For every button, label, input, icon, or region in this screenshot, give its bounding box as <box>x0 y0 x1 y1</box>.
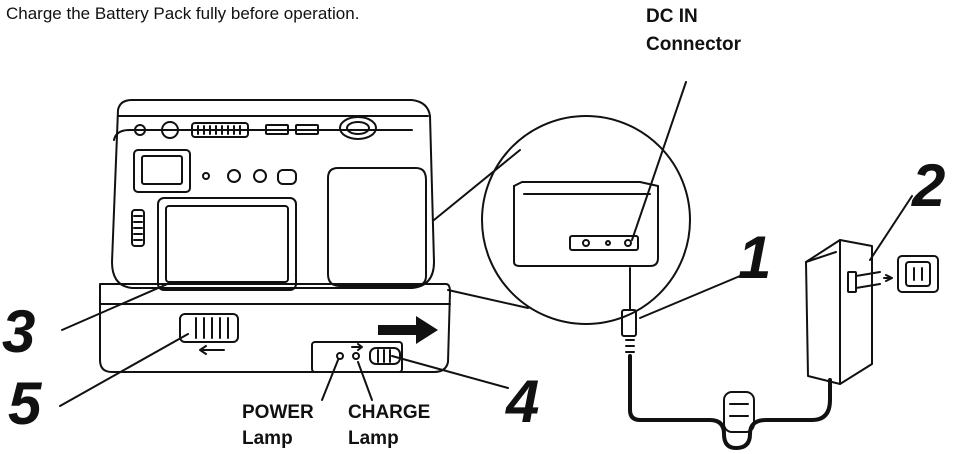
step-number-5: 5 <box>8 370 42 437</box>
charge-lamp-label-line1: CHARGE <box>348 402 431 423</box>
ac-adapter <box>805 239 939 385</box>
dc-in-label-line2: Connector <box>646 34 741 55</box>
dc-plug <box>621 309 637 337</box>
step-number-3: 3 <box>2 298 36 365</box>
insert-arrow-icon <box>378 316 438 344</box>
step-number-1: 1 <box>738 224 772 291</box>
step-number-4: 4 <box>506 368 540 435</box>
camera <box>111 99 435 291</box>
dc-in-label-line1: DC IN <box>646 6 698 27</box>
ferrite-core <box>723 391 755 433</box>
instruction-caption: Charge the Battery Pack fully before ope… <box>6 4 360 23</box>
power-lamp-label-line2: Lamp <box>242 428 293 449</box>
power-lamp-label-line1: POWER <box>242 402 314 423</box>
charge-lamp-label-line2: Lamp <box>348 428 399 449</box>
step-number-2: 2 <box>912 152 946 219</box>
magnifier-detail <box>433 115 691 325</box>
